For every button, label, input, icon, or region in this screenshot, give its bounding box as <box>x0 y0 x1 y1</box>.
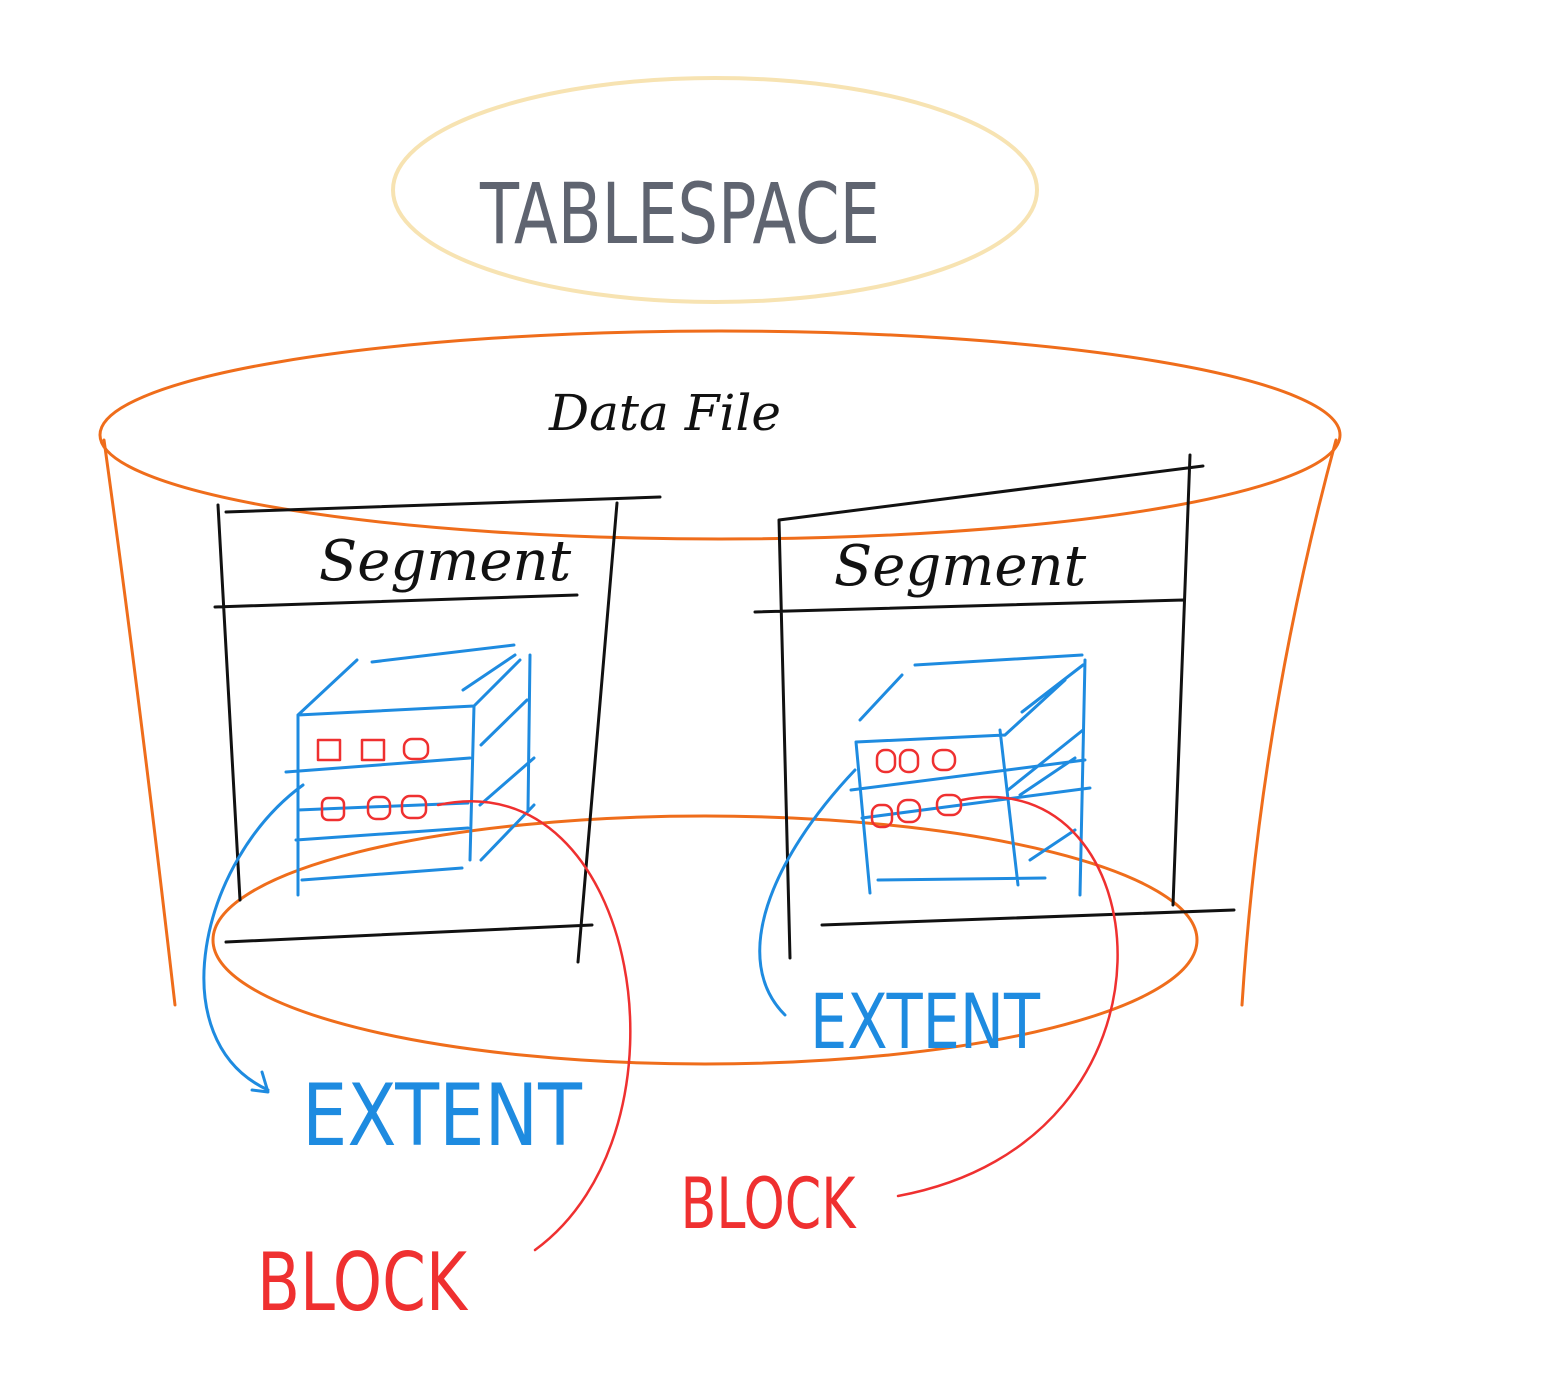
block-square <box>316 738 342 762</box>
block-square <box>366 795 392 821</box>
block-1-curve <box>436 800 632 1252</box>
datafile-cylinder: Data File <box>98 329 1342 1066</box>
extent-1-label: EXTENT <box>302 1066 582 1166</box>
tablespace-ellipse <box>391 76 1039 304</box>
block-square <box>870 803 894 829</box>
block-2-label: BLOCK <box>681 1163 858 1245</box>
tablespace-title: TABLESPACE <box>479 165 880 263</box>
block-square <box>896 798 922 824</box>
extent-2-label: EXTENT <box>810 977 1040 1066</box>
segment-1-frame <box>213 495 662 964</box>
blocks-extent-1 <box>316 737 430 822</box>
extent-2-arrow <box>758 768 857 1017</box>
block-square <box>320 796 346 822</box>
datafile-bottom-ellipse <box>211 814 1199 1066</box>
extent-1-callout: EXTENT <box>202 783 582 1166</box>
block-square <box>898 748 920 774</box>
block-square <box>931 748 957 772</box>
extent-1-cube <box>284 643 536 897</box>
extent-2-outline <box>849 653 1092 897</box>
datafile-right-wall <box>1240 438 1338 1007</box>
block-2-callout: BLOCK <box>681 796 1119 1245</box>
block-square <box>935 793 963 817</box>
block-1-label: BLOCK <box>257 1236 469 1329</box>
block-2-curve <box>896 796 1119 1198</box>
datafile-top-ellipse <box>98 329 1342 541</box>
blocks-extent-2 <box>870 748 963 829</box>
segment-2-label: Segment <box>834 534 1087 599</box>
block-1-callout: BLOCK <box>257 800 632 1329</box>
extent-2-callout: EXTENT <box>758 768 1040 1066</box>
segment-2-frame <box>753 453 1236 960</box>
block-square <box>400 794 428 820</box>
datafile-left-wall <box>102 438 177 1007</box>
segment-2: Segment <box>753 453 1236 960</box>
extent-1-arrow <box>202 783 305 1094</box>
segment-1: Segment <box>213 495 662 964</box>
tablespace-title-group: TABLESPACE <box>391 76 1039 304</box>
block-square <box>875 748 897 774</box>
block-square <box>402 737 430 761</box>
segment-1-label: Segment <box>319 529 572 594</box>
datafile-label: Data File <box>548 384 781 442</box>
extent-2-cube <box>849 653 1092 897</box>
block-square <box>360 738 386 762</box>
extent-1-outline <box>284 643 536 897</box>
